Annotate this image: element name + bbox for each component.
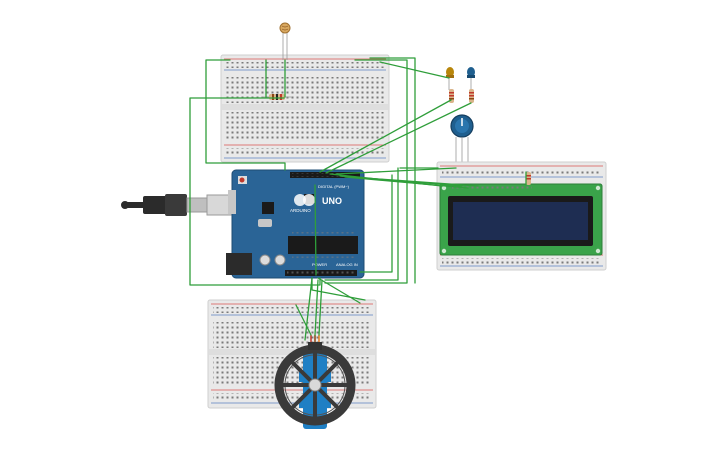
resistor-icon[interactable] (449, 89, 454, 103)
wire (359, 174, 393, 273)
wire (319, 99, 452, 173)
arduino-model-label: UNO (322, 196, 342, 206)
wire (304, 277, 313, 341)
wire (369, 57, 416, 284)
wires (189, 57, 527, 341)
arduino-uno-board[interactable]: ARDUINO UNO DIGITAL (PWM~) POWER ANALOG … (226, 169, 365, 279)
wire (205, 59, 286, 171)
potentiometer-icon[interactable] (450, 114, 474, 165)
wire (325, 102, 472, 174)
wire (189, 97, 321, 286)
wire (349, 176, 479, 187)
analog-pins-label: ANALOG IN (336, 262, 358, 267)
wire (324, 59, 408, 284)
wire (314, 184, 317, 276)
wire (379, 61, 450, 79)
wire (317, 277, 361, 304)
usb-cable-icon[interactable] (121, 194, 235, 216)
wire (335, 167, 457, 175)
photoresistor-icon[interactable] (279, 22, 291, 60)
wire (318, 279, 323, 336)
resistor-icon[interactable] (526, 172, 531, 185)
led-yellow-icon[interactable] (446, 67, 454, 90)
arduino-brand-label: ARDUINO (290, 208, 311, 213)
led-blue-icon[interactable] (467, 67, 475, 90)
servo-icon[interactable] (274, 335, 356, 429)
power-pins-label: POWER (312, 262, 327, 267)
wire (344, 176, 469, 189)
wire (324, 167, 399, 281)
breadboard-top[interactable] (220, 54, 390, 163)
wire (314, 279, 319, 336)
lcd-16x2-icon[interactable] (439, 183, 603, 256)
digital-pins-label: DIGITAL (PWM~) (318, 184, 350, 189)
wire (295, 304, 312, 336)
resistor-icon[interactable] (469, 89, 474, 103)
